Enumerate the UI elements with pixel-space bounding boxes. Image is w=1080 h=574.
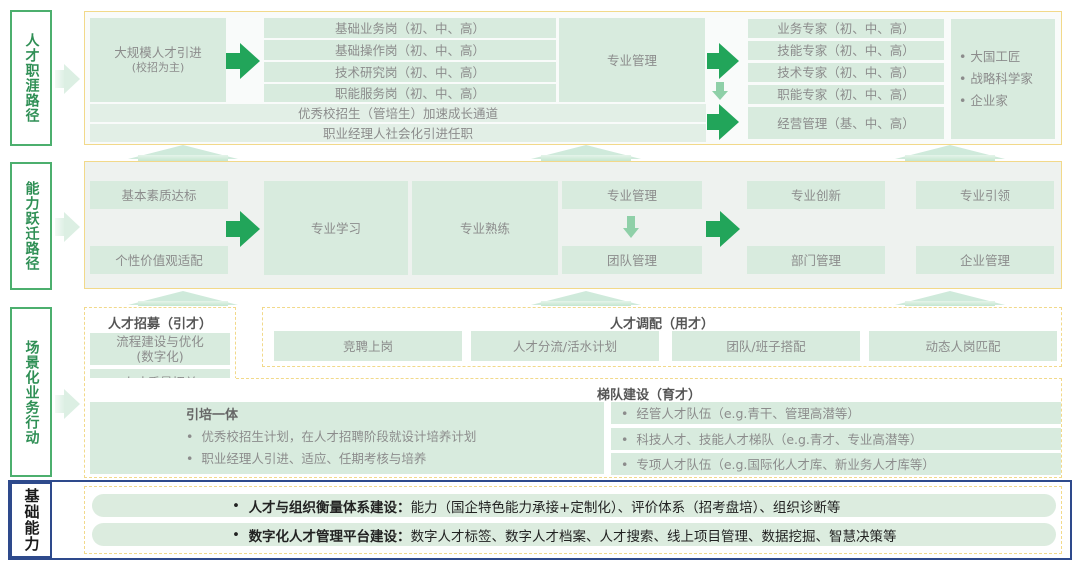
ability-basic: 基本素质达标 xyxy=(90,181,228,209)
down-arrow xyxy=(623,228,639,238)
ladder-tech: • 科技人才、技能人才梯队（e.g.青才、专业高潜等） xyxy=(611,428,1061,450)
up-arrow-base xyxy=(541,301,631,306)
row-label-career: 人才职涯路径 xyxy=(10,10,52,146)
up-arrow-base xyxy=(905,301,995,306)
deploy-title: 人才调配（用才） xyxy=(609,317,714,332)
green-arrow-stem xyxy=(707,53,719,69)
foundation-line-digital: • 数字化人才管理平台建设：数字人才标签、数字人才档案、人才搜索、线上项目管理、… xyxy=(92,523,1056,546)
ability-learn: 专业学习 xyxy=(264,181,408,275)
deploy-competition: 竞聘上岗 xyxy=(274,331,462,361)
label-arrow xyxy=(64,64,80,94)
career-fast-track: 优秀校招生（管培生）加速成长通道 xyxy=(90,104,706,122)
up-arrow-base xyxy=(905,155,995,161)
green-arrow xyxy=(240,211,260,247)
ability-dept-mgmt: 部门管理 xyxy=(747,246,885,274)
label-arrow xyxy=(64,389,80,419)
top-talent-item: • 大国工匠 xyxy=(959,49,1021,64)
top-talent-item: • 企业家 xyxy=(959,93,1008,108)
digital-title: 数字化人才管理平台建设： xyxy=(248,528,411,545)
post-tech-research: 技术研究岗（初、中、高） xyxy=(264,62,556,82)
row-label-foundation: 基础能力 xyxy=(10,482,52,558)
top-talent-box: • 大国工匠 • 战略科学家 • 企业家 xyxy=(951,19,1055,139)
expert-tech: 技术专家（初、中、高） xyxy=(748,63,944,82)
ability-team-mgmt: 团队管理 xyxy=(562,246,702,274)
recruit-title: 人才招募（引才） xyxy=(107,317,212,332)
green-arrow-stem xyxy=(706,221,720,237)
label-arrow-stem xyxy=(55,70,65,88)
digital-detail: 数字人才标签、数字人才档案、人才搜索、线上项目管理、数据挖掘、智慧决策等 xyxy=(410,528,897,545)
label-arrow xyxy=(64,212,80,242)
deploy-matching: 动态人岗匹配 xyxy=(869,331,1057,361)
ladder-title: 梯队建设（育才） xyxy=(596,388,701,403)
green-arrow-stem xyxy=(226,221,240,237)
ladder-top-border xyxy=(236,378,1062,379)
operation-mgmt-box: 经营管理（基、中、高） xyxy=(748,107,944,139)
down-arrow-stem xyxy=(716,82,724,91)
expert-skill: 技能专家（初、中、高） xyxy=(748,41,944,60)
ability-values: 个性价值观适配 xyxy=(90,246,228,274)
integration-title: 引培一体 xyxy=(186,408,239,423)
campus-intro-note: (校招为主) xyxy=(131,61,185,74)
deploy-team: 团队/班子搭配 xyxy=(672,331,860,361)
career-manager-intro: 职业经理人社会化引进任职 xyxy=(90,124,706,142)
green-arrow-stem xyxy=(226,53,240,69)
deploy-diversion: 人才分流/活水计划 xyxy=(471,331,659,361)
label-arrow-stem xyxy=(55,395,65,413)
campus-intro-box: 大规模人才引进 (校招为主) xyxy=(90,18,226,102)
up-arrow-base xyxy=(138,155,228,161)
green-arrow xyxy=(719,104,739,140)
down-arrow-stem xyxy=(627,216,635,228)
campus-intro-label: 大规模人才引进 xyxy=(114,45,202,60)
integration-item: • 优秀校招生计划，在人才招聘阶段就设计培养计划 xyxy=(186,429,477,444)
recruit-process: 流程建设与优化 (数字化) xyxy=(90,333,230,365)
row-label-ability: 能力跃迁路径 xyxy=(10,162,52,290)
up-arrow-base xyxy=(138,301,228,306)
ladder-management: • 经管人才队伍（e.g.青干、管理高潜等） xyxy=(611,402,1061,424)
ability-pro-mgmt: 专业管理 xyxy=(562,181,702,209)
down-arrow xyxy=(712,91,728,100)
expert-function: 职能专家（初、中、高） xyxy=(748,85,944,104)
measure-title: 人才与组织衡量体系建设： xyxy=(248,499,411,516)
top-talent-item: • 战略科学家 xyxy=(959,71,1033,86)
green-arrow-stem xyxy=(707,114,719,130)
post-basic-business: 基础业务岗（初、中、高） xyxy=(264,18,556,38)
ability-innovate: 专业创新 xyxy=(747,181,885,209)
green-arrow xyxy=(719,43,739,79)
integration-box: 引培一体 • 优秀校招生计划，在人才招聘阶段就设计培养计划 • 职业经理人引进、… xyxy=(90,402,604,474)
post-basic-operation: 基础操作岗（初、中、高） xyxy=(264,40,556,60)
row-label-scene: 场景化业务行动 xyxy=(10,307,52,477)
post-function-service: 职能服务岗（初、中、高） xyxy=(264,84,556,102)
integration-item: • 职业经理人引进、适应、任期考核与培养 xyxy=(186,451,427,466)
label-arrow-stem xyxy=(55,218,65,236)
ability-skilled: 专业熟练 xyxy=(412,181,558,275)
expert-business: 业务专家（初、中、高） xyxy=(748,19,944,38)
up-arrow-base xyxy=(541,155,631,161)
measure-detail: 能力（国企特色能力承接+定制化）、评价体系（招考盘培）、组织诊断等 xyxy=(410,499,841,516)
ladder-special: • 专项人才队伍（e.g.国际化人才库、新业务人才库等） xyxy=(611,453,1061,475)
foundation-frame xyxy=(8,480,1072,560)
ability-corp-mgmt: 企业管理 xyxy=(916,246,1054,274)
ability-lead: 专业引领 xyxy=(916,181,1054,209)
career-pro-mgmt: 专业管理 xyxy=(559,18,705,102)
foundation-line-measure: • 人才与组织衡量体系建设：能力（国企特色能力承接+定制化）、评价体系（招考盘培… xyxy=(92,494,1056,517)
green-arrow xyxy=(240,43,260,79)
green-arrow xyxy=(720,211,740,247)
